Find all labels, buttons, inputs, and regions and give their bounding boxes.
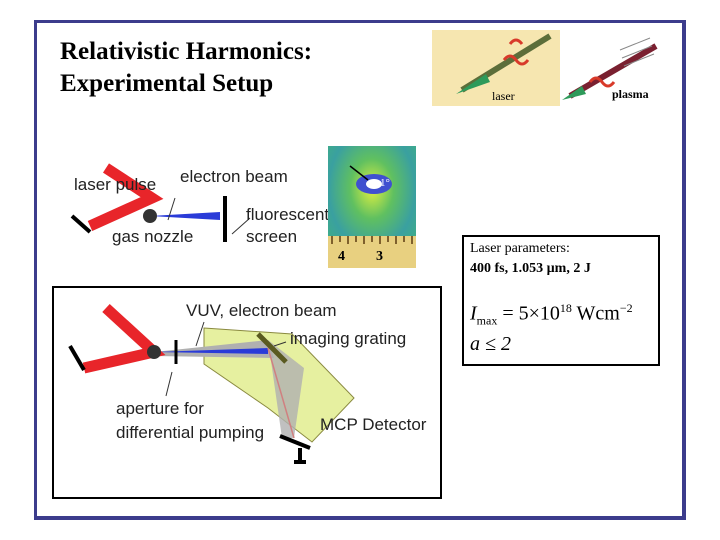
plasma-cone xyxy=(562,86,586,100)
mcp-detector-bar xyxy=(280,436,310,448)
params-values: 400 fs, 1.053 µm, 2 J xyxy=(470,261,591,277)
intensity-formula: Imax = 5×1018 Wcm−2 xyxy=(470,301,633,329)
screen-label: screen xyxy=(246,227,297,246)
ruler-label-4: 4 xyxy=(338,249,345,264)
plasma-thumbnail: plasma xyxy=(560,30,670,106)
laser-thumbnail: laser xyxy=(432,30,560,106)
title-line-1: Relativistic Harmonics: xyxy=(60,36,312,68)
intensity-eq: = 5×10 xyxy=(497,303,560,325)
intensity-symbol: I xyxy=(470,303,477,325)
laser-pulse-wedge xyxy=(72,216,90,232)
plasma-label: plasma xyxy=(612,87,649,101)
gas-nozzle-dot-bottom xyxy=(147,345,161,359)
intensity-unit: Wcm xyxy=(572,303,620,325)
params-heading: Laser parameters: xyxy=(470,241,570,257)
gas-nozzle-label: gas nozzle xyxy=(112,227,193,246)
aperture-label-line1: aperture for xyxy=(116,399,204,418)
ruler-label-3: 3 xyxy=(376,249,383,264)
intensity-exp: 18 xyxy=(560,301,572,315)
gas-nozzle-dot xyxy=(143,209,157,223)
vuv-electron-beam-label: VUV, electron beam xyxy=(186,301,337,320)
imaging-grating-label: imaging grating xyxy=(290,329,406,348)
intensity-unit-exp: −2 xyxy=(620,301,633,315)
vuv-pointer xyxy=(196,322,204,346)
mcp-detector-label: MCP Detector xyxy=(320,415,427,434)
laser-pulse-beam-bottom xyxy=(84,308,154,368)
laser-label: laser xyxy=(492,89,515,103)
fluorescent-label: fluorescent xyxy=(246,205,329,224)
title-line-2: Experimental Setup xyxy=(60,68,312,100)
intensity-sub: max xyxy=(477,314,498,328)
laser-wedge-bottom xyxy=(70,346,84,370)
aperture-pointer xyxy=(166,372,172,396)
laser-pulse-label: laser pulse xyxy=(74,175,156,194)
aperture-label-line2: differential pumping xyxy=(116,423,264,442)
screen-image-inset: 1° 4 3 xyxy=(328,146,416,268)
electron-beam-cone xyxy=(150,212,220,220)
a-formula-text: a ≤ 2 xyxy=(470,333,511,355)
top-setup-diagram: laser pulse electron beam fluorescent sc… xyxy=(60,150,340,255)
a-formula: a ≤ 2 xyxy=(470,333,511,356)
bottom-setup-diagram: VUV, electron beam imaging grating apert… xyxy=(54,288,440,497)
electron-beam-label: electron beam xyxy=(180,167,288,186)
laser-parameters-box: Laser parameters: 400 fs, 1.053 µm, 2 J … xyxy=(462,235,660,366)
mcp-mount xyxy=(294,448,306,462)
page-title: Relativistic Harmonics: Experimental Set… xyxy=(60,36,312,100)
marker-label: 1° xyxy=(380,177,390,189)
